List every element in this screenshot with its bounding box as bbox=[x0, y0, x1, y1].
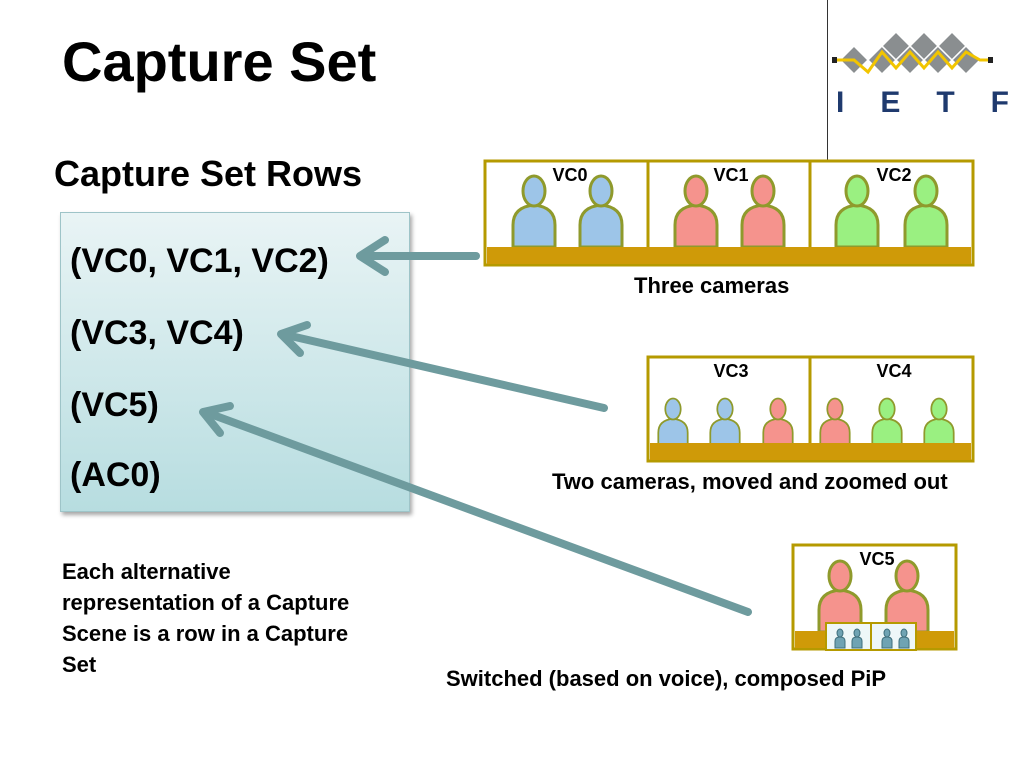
capture-set-row-4: (AC0) bbox=[70, 456, 161, 494]
capture-label-vc1: VC1 bbox=[713, 165, 748, 185]
arrow-three-cameras-head bbox=[356, 236, 389, 276]
capture-label-vc5: VC5 bbox=[859, 549, 894, 569]
logo-end-right bbox=[988, 57, 993, 63]
slide-title: Capture Set bbox=[62, 30, 377, 93]
capture-set-row-1: (VC0, VC1, VC2) bbox=[70, 242, 329, 280]
capture-set-rows-heading: Capture Set Rows bbox=[54, 153, 363, 194]
capture-label-vc4: VC4 bbox=[876, 361, 911, 381]
switched-scene: VC5 bbox=[791, 543, 958, 651]
two-cameras-scene: VC3 VC4 bbox=[646, 355, 975, 463]
capture-set-row-3: (VC5) bbox=[70, 386, 159, 424]
capture-label-vc3: VC3 bbox=[713, 361, 748, 381]
ietf-logo-icon bbox=[832, 30, 993, 76]
arrow-two-cameras-head bbox=[277, 321, 311, 357]
logo-end-left bbox=[832, 57, 837, 63]
two-cameras-caption: Two cameras, moved and zoomed out bbox=[552, 469, 948, 494]
three-cameras-caption: Three cameras bbox=[634, 273, 790, 298]
switched-caption: Switched (based on voice), composed PiP bbox=[446, 666, 887, 691]
capture-label-vc2: VC2 bbox=[876, 165, 911, 185]
three-cameras-scene: VC0 VC1 VC2 bbox=[483, 159, 975, 267]
capture-label-vc0: VC0 bbox=[552, 165, 587, 185]
arrows bbox=[199, 236, 752, 616]
pip-inset bbox=[825, 622, 917, 651]
logo-divider bbox=[827, 0, 828, 170]
table bbox=[487, 247, 971, 264]
arrow-switched-head bbox=[199, 402, 234, 437]
arrow-two-cameras-shaft bbox=[278, 330, 608, 412]
logo-zigzag bbox=[834, 49, 992, 75]
table bbox=[650, 443, 971, 460]
capture-set-row-2: (VC3, VC4) bbox=[70, 314, 244, 352]
explanation-note: Each alternative representation of a Cap… bbox=[62, 559, 350, 677]
arrow-switched-shaft bbox=[201, 408, 752, 616]
ietf-logo-letters: IETF bbox=[836, 86, 1009, 119]
